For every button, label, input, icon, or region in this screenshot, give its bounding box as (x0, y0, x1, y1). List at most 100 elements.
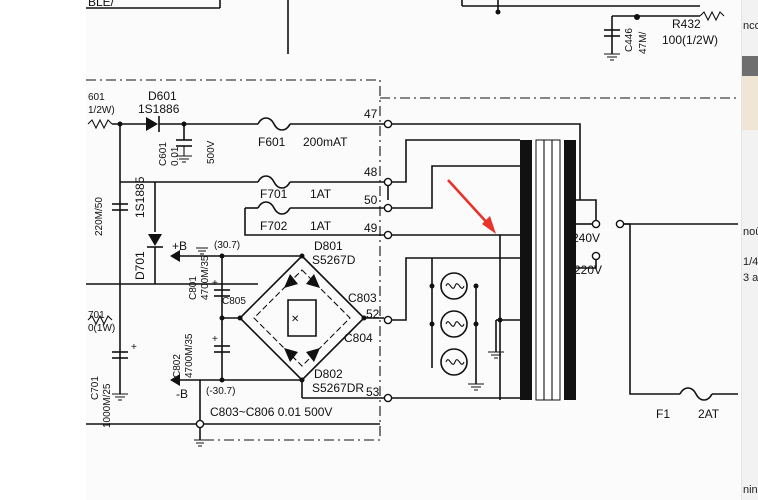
power-supply-schematic: BLE/ C446 47M/ R432 100(1/2W) 601 1/2W) … (86, 0, 738, 447)
primary-line (392, 139, 520, 183)
d601-part: 1S1886 (138, 102, 180, 116)
minus-b-label: -B (176, 387, 188, 401)
transformer-secondary-winding (564, 140, 576, 400)
c446-value: 47M/ (638, 32, 649, 54)
d801-label: D801 (314, 239, 343, 253)
side-text: nco (743, 20, 758, 32)
junction (429, 283, 435, 289)
lamp (440, 348, 468, 376)
terminal-49 (383, 230, 393, 240)
ground-terminal (195, 419, 205, 429)
c446-label: C446 (624, 28, 635, 52)
r601-resistor-symbol (87, 118, 113, 130)
junction (473, 321, 479, 327)
r601-label: 601 (88, 92, 105, 103)
terminal-52-label: 52 (366, 307, 380, 321)
c802-plus: + (212, 334, 218, 345)
bridge-diode-symbol (306, 348, 320, 362)
bridge-diode-symbol (284, 348, 298, 362)
transformer-core (535, 139, 561, 401)
primary-line (392, 165, 520, 209)
bridge-center-block (287, 299, 317, 337)
terminal-50-label: 50 (364, 193, 378, 207)
junction (495, 9, 501, 15)
c802-label: C802 (172, 354, 183, 378)
annotation-arrow-head (482, 216, 496, 234)
bridge-diode-symbol (284, 274, 298, 288)
c805-label: C805 (222, 296, 246, 307)
d601-diode-symbol (146, 117, 158, 131)
junction (219, 377, 225, 383)
primary-line (392, 123, 581, 200)
d701-part: 1S1885 (133, 176, 147, 218)
d802-part: S5267DR (312, 381, 364, 395)
tap-terminal (591, 251, 601, 261)
tap-terminal (591, 219, 601, 229)
c601-voltage: 500V (206, 140, 217, 164)
c801-value: 4700M/35 (200, 255, 211, 300)
f1-fuse-symbol (679, 387, 713, 401)
minus-b-arrow (170, 374, 180, 386)
c803-range-label: C803~C806 0.01 500V (210, 405, 332, 419)
ground-symbol (468, 383, 484, 391)
tap-240v: 240V (572, 231, 600, 245)
d701-label: D701 (133, 251, 147, 280)
f1-label: F1 (656, 407, 670, 421)
junction (219, 253, 225, 259)
f702-rating: 1AT (310, 219, 332, 233)
ground-symbol (112, 393, 128, 401)
r701-resistor-symbol (87, 314, 113, 326)
d601-label: D601 (148, 89, 177, 103)
side-panel: nco noû 1/4 3 a nin (741, 0, 758, 500)
c801-plus: + (212, 278, 218, 289)
c701-label: C701 (90, 376, 101, 400)
terminal-47 (383, 119, 393, 129)
terminal-47-label: 47 (364, 107, 378, 121)
tap-220v: 220V (574, 263, 602, 277)
cap-left-value: 220M/50 (94, 197, 105, 236)
side-panel-beige-block (742, 76, 758, 130)
d802-label: D802 (314, 367, 343, 381)
c801-label: C801 (188, 276, 199, 300)
f1-rating: 2AT (698, 407, 720, 421)
minus-b-voltage: (-30.7) (206, 386, 235, 397)
c804-label: C804 (344, 331, 373, 345)
f701-fuse-symbol (257, 175, 291, 189)
junction (634, 14, 640, 20)
primary-line (392, 234, 501, 400)
tap-wire (576, 260, 597, 269)
side-text: nin (743, 484, 758, 496)
f701-rating: 1AT (310, 187, 332, 201)
side-text: noû (743, 226, 758, 238)
f702-fuse-symbol (257, 201, 291, 215)
r432-value: 100(1/2W) (662, 33, 718, 47)
f701-label: F701 (260, 187, 288, 201)
r701-label: 701 (88, 310, 105, 321)
junction (429, 321, 435, 327)
junction (497, 317, 503, 323)
f601-label: F601 (258, 135, 286, 149)
side-text: 3 a (743, 272, 758, 284)
r701-value: 0(1W) (88, 323, 115, 334)
secondary-line (392, 257, 520, 321)
transformer-primary-winding (520, 140, 532, 400)
c601-label: C601 (158, 142, 169, 166)
c701-plus: + (131, 342, 137, 353)
bridge-rectifier-outline (238, 254, 366, 382)
mains-line (624, 223, 680, 395)
lamp (440, 272, 468, 300)
wire (244, 208, 388, 236)
schematic-scan: BLE/ C446 47M/ R432 100(1/2W) 601 1/2W) … (86, 0, 741, 500)
c701-value: 1000M/25 (102, 383, 113, 428)
terminal-53-label: 53 (366, 385, 380, 399)
tap-terminal (615, 219, 625, 229)
terminal-48-label: 48 (364, 165, 378, 179)
terminal-49-label: 49 (364, 221, 378, 235)
c803-label: C803 (348, 291, 377, 305)
side-text: 1/4 (743, 256, 758, 268)
board-outline (86, 79, 381, 441)
terminal-53 (383, 393, 393, 403)
ground-symbol (604, 53, 620, 61)
plus-b-arrow (170, 250, 180, 262)
top-partial-label: BLE/ (88, 0, 115, 9)
